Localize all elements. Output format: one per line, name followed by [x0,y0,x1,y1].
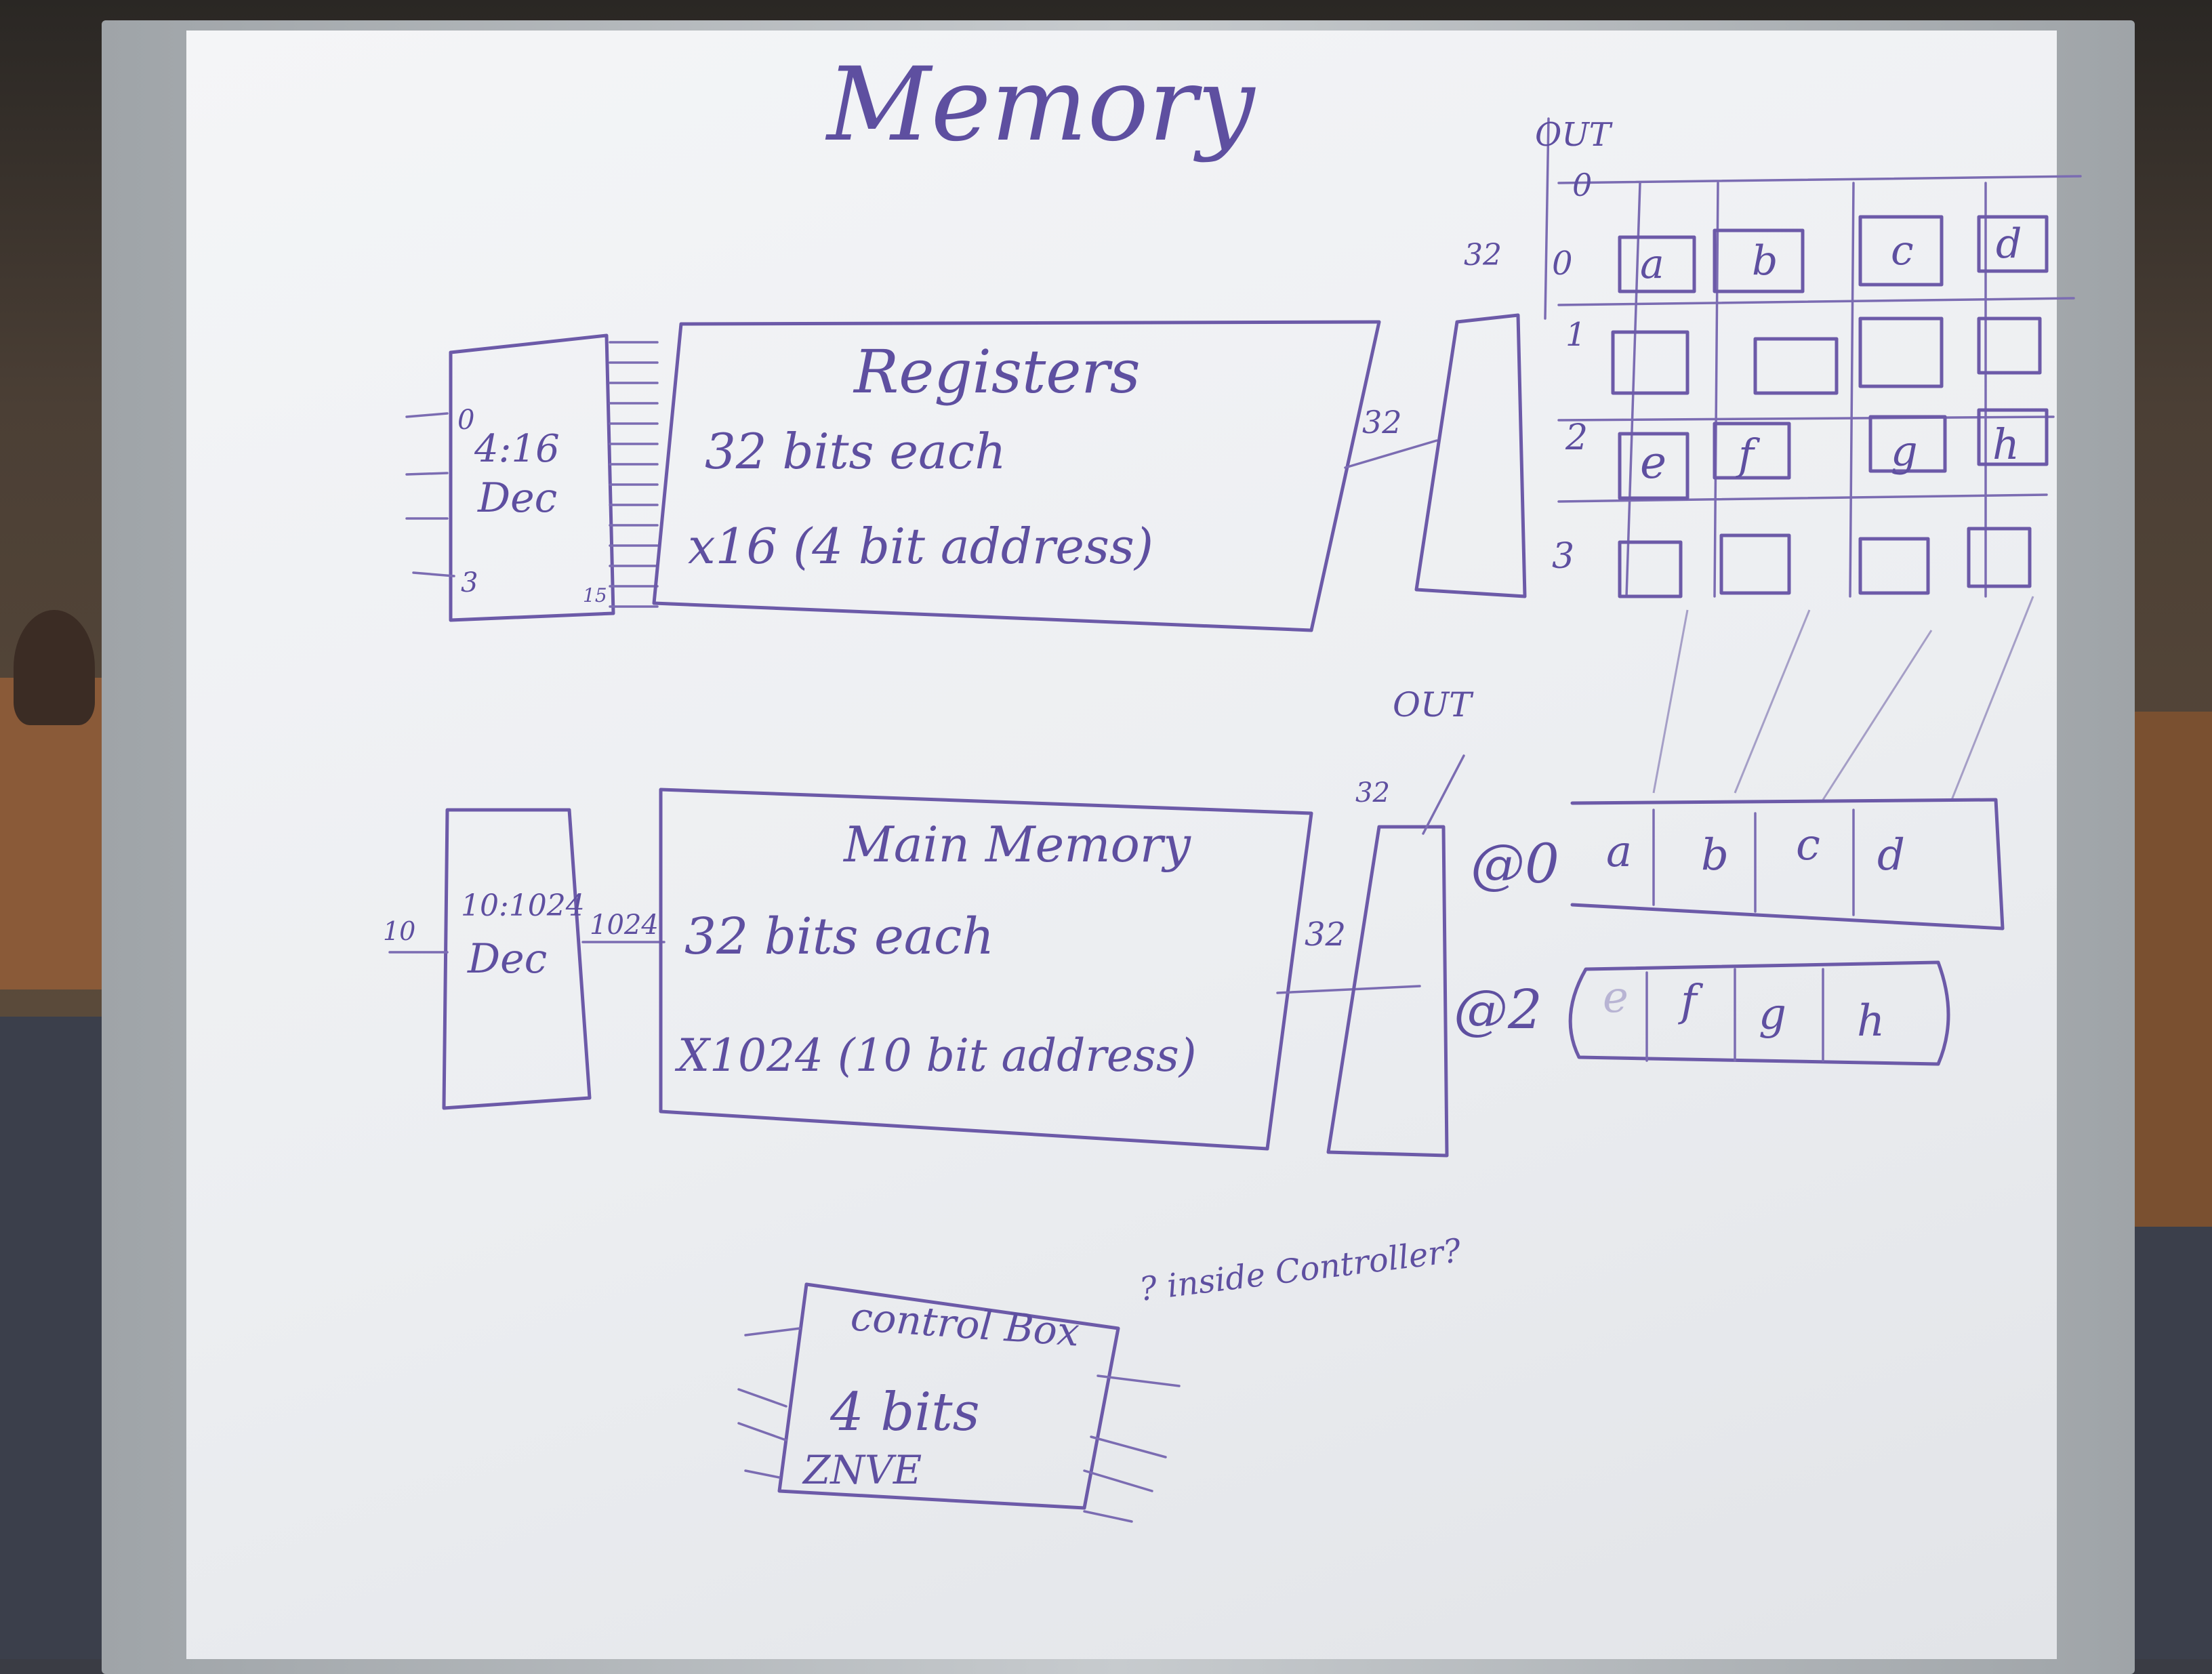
memory-row-0-addr: @0 [1471,832,1559,895]
memory-row-2-cell-g: g [1759,989,1786,1040]
background-person [14,610,95,725]
register-row-label-1: 1 [1565,316,1586,354]
main-decoder-box [442,808,592,1110]
board-title: Memory [827,46,1255,164]
register-row-label-2: 2 [1565,417,1589,458]
memory-row-2-cell-e: e [1603,973,1629,1023]
memory-row-2-dividers [1645,968,1824,1062]
register-cell-e: e [1640,436,1667,489]
main-memory-line2: X1024 (10 bit address) [678,1029,1197,1082]
memory-row-0-cell-c: c [1796,820,1820,870]
registers-line2: x16 (4 bit address) [688,518,1153,575]
memory-row-0-dividers [1652,809,1855,916]
memory-row-2-cell-f: f [1681,976,1697,1026]
control-box-line1: 4 bits [830,1382,980,1443]
main-memory-line1: 32 bits each [684,907,994,966]
register-to-memory-lines [1652,596,2034,800]
register-cell-h: h [1992,420,2020,469]
register-cell-b: b [1752,237,1778,285]
registers-decoder-in-bottom: 3 [461,567,478,598]
background-desk-right [2121,712,2212,1227]
registers-bus-width: 32 [1362,404,1402,441]
register-row-label-3: 3 [1552,536,1575,577]
register-file-out: OUT [1535,116,1611,154]
main-decoder-out-width: 1024 [590,910,659,941]
registers-decoder-sub: Dec [478,474,558,522]
memory-row-0-cell-d: d [1877,830,1905,880]
register-cell-f: f [1738,430,1754,479]
register-cells [1611,215,2049,598]
main-decoder-sub: Dec [468,935,548,983]
memory-row-2-cell-h: h [1857,996,1885,1046]
control-box-line2: ZNVE [803,1447,922,1493]
register-mux [1414,313,1527,598]
memory-row-0-cell-b: b [1701,830,1729,880]
main-decoder-label: 10:1024 [461,889,585,923]
main-memory-bus-out [1276,985,1421,994]
memory-mux-out-arrow [1422,754,1465,835]
memory-mux [1326,825,1449,1158]
registers-decoder-in-top: 0 [457,405,475,436]
registers-line1: 32 bits each [705,423,1006,480]
register-grid [1557,175,2082,598]
control-box-wires [737,1327,1181,1523]
register-cell-c: c [1891,227,1914,274]
registers-box [652,320,1381,632]
memory-row-2-addr: @2 [1454,978,1542,1041]
register-cell-a: a [1640,241,1664,288]
registers-decoder-inputs [405,412,455,577]
registers-decoder-output-lines [609,341,659,608]
memory-row-0 [1570,798,2005,931]
main-memory-box [659,788,1313,1151]
register-file-out-row: 0 [1572,167,1593,203]
register-cell-d: d [1996,220,2022,268]
register-file-bus-width: 32 [1464,238,1502,272]
registers-decoder-box [449,333,615,622]
memory-out-width: 32 [1355,777,1390,809]
main-memory-title: Main Memory [844,816,1191,873]
main-memory-bus-width: 32 [1305,916,1347,954]
register-cell-g: g [1891,426,1918,476]
registers-decoder-label: 4:16 [474,427,560,471]
memory-row-2 [1568,960,1950,1066]
register-row-label-0: 0 [1552,245,1573,283]
main-decoder-in-width: 10 [383,916,416,946]
register-mux-arrow [1544,117,1550,320]
memory-row-0-cell-a: a [1606,827,1633,877]
registers-bus-out [1344,439,1438,469]
registers-title: Registers [854,337,1141,407]
memory-out-label: OUT [1393,685,1472,724]
control-box [777,1282,1120,1510]
registers-decoder-out-bottom: 15 [583,584,607,607]
